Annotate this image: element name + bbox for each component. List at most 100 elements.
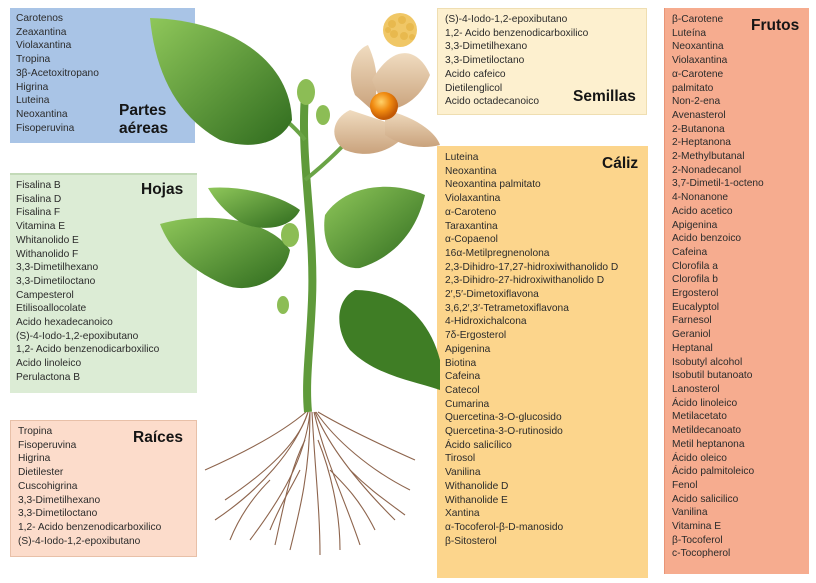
compound-item: 3,3-Dimetiloctano [445, 55, 525, 67]
compound-item: Quercetina-3-O-glucosido [445, 412, 562, 424]
compound-item: Neoxantina [16, 108, 68, 120]
compound-item: Clorofila a [672, 260, 718, 272]
compound-item: Ácido salicílico [445, 439, 512, 451]
compound-item: Avenasterol [672, 109, 726, 121]
semillas-list: (S)-4-Iodo-1,2-epoxibutano 1,2- Acido ben… [445, 13, 588, 109]
compound-item: Dietilester [18, 467, 64, 479]
compound-item: Carotenos [16, 13, 64, 24]
compound-item: Higrina [18, 453, 51, 465]
compound-item: Geraniol [672, 329, 711, 341]
compound-item: Etilisoallocolate [16, 303, 87, 315]
compound-item: Fisoperuvina [18, 439, 77, 451]
compound-item: Withanolide E [445, 494, 508, 506]
compound-item: 1,2- Acido benzenodicarboxilico [445, 27, 589, 39]
compound-item: Acido acetico [672, 205, 733, 217]
compound-item: Luteina [445, 152, 479, 163]
compound-item: Acido benzoico [672, 233, 742, 245]
compound-item: 3,6,2′,3′-Tetrametoxiflavona [445, 302, 569, 314]
compound-item: Acido linoleico [16, 358, 82, 370]
compound-item: Neoxantina [445, 165, 497, 177]
compound-item: Clorofila b [672, 274, 718, 286]
compound-item: Eucalyptol [672, 301, 720, 313]
compound-item: Dietilenglicol [445, 82, 503, 94]
compound-item: Ácido oleico [672, 452, 727, 464]
compound-item: Non-2-ena [672, 96, 721, 108]
compound-item: Neoxantina palmitato [445, 179, 541, 191]
compound-item: Cumarina [445, 398, 490, 410]
compound-item: Taraxantina [445, 220, 498, 232]
compound-item: 3,3-Dimetiloctano [18, 508, 98, 520]
compound-item: Ácido palmitoleico [672, 466, 755, 478]
compound-item: Tirosol [445, 453, 476, 465]
compound-item: Isobutil butanoato [672, 370, 753, 382]
physalis-berry [370, 92, 398, 120]
compound-item: c-Tocopherol [672, 548, 731, 560]
compound-item: Vitamina E [16, 221, 66, 233]
compound-item: 2-Methylbutanal [672, 151, 745, 163]
compound-item: Metilacetato [672, 411, 727, 423]
compound-item: 3β-Acetoxitropano [16, 67, 99, 79]
compound-item: Acido salicilico [672, 493, 739, 505]
compound-item: Acido cafeico [445, 68, 506, 80]
compound-item: Luteína [672, 27, 706, 39]
compound-item: Whitanolido E [16, 234, 79, 246]
compound-item: Campesterol [16, 289, 74, 301]
compound-item: Zeaxantina [16, 26, 67, 38]
raices-title: Raíces [133, 429, 183, 446]
compound-item: 3,3-Dimetiloctano [16, 275, 96, 287]
compound-item: Fisalina D [16, 193, 62, 205]
compound-item: α-Carotene [672, 68, 724, 80]
compound-item: Isobutyl alcohol [672, 356, 743, 368]
compound-item: Apigenina [445, 343, 491, 355]
compound-item: Fisalina B [16, 180, 61, 191]
compound-item: Withanolido F [16, 248, 79, 260]
seeds-cluster [383, 13, 417, 47]
compound-item: α-Copaenol [445, 234, 498, 246]
compound-item: Xantina [445, 508, 480, 520]
compound-item: Catecol [445, 384, 480, 396]
compound-item: Neoxantina [672, 41, 724, 53]
compound-item: 3,7-Dimetil-1-octeno [672, 178, 764, 190]
semillas-title: Semillas [573, 88, 636, 105]
leaf-lower-right [339, 290, 440, 390]
frutos-title: Frutos [751, 17, 800, 34]
compound-item: Higrina [16, 81, 49, 93]
caliz-title: Cáliz [602, 155, 639, 172]
bud-icon [277, 296, 289, 314]
compound-item: Perulactona B [16, 371, 80, 383]
bud-icon [297, 79, 315, 105]
title-line-1: Partes [119, 102, 167, 119]
compound-item: α-Caroteno [445, 206, 497, 218]
compound-item: Vanilina [445, 467, 481, 479]
compound-item: (S)-4-Iodo-1,2-epoxibutano [445, 14, 568, 25]
compound-item: Tropina [18, 426, 53, 437]
compound-item: 4-Nonanone [672, 192, 729, 204]
compound-item: (S)-4-Iodo-1,2-epoxibutano [16, 330, 139, 342]
hojas-title: Hojas [141, 181, 184, 198]
compound-item: Cafeina [445, 371, 481, 383]
compound-item: Violaxantina [445, 193, 501, 205]
compound-item: Apigenina [672, 219, 718, 231]
compound-item: Cuscohigrina [18, 480, 78, 492]
physalis-plant-illustration [150, 13, 440, 556]
compound-item: Metildecanoato [672, 425, 742, 437]
compound-item: 3,3-Dimetilhexano [16, 262, 99, 274]
title-line-2: aéreas [119, 120, 169, 137]
leaf-middle-right [324, 186, 425, 269]
partes-aereas-title: Partes aéreas [119, 102, 168, 138]
compound-item: Ergosterol [672, 288, 719, 300]
compound-item: Fenol [672, 479, 698, 491]
leaf-small-left [208, 187, 300, 228]
compound-item: 3,3-Dimetilhexano [445, 41, 528, 53]
bud-icon [316, 105, 330, 125]
calyx-with-fruit [334, 45, 440, 154]
compound-item: Acido octadecanoico [445, 96, 540, 108]
roots [204, 411, 416, 556]
compound-item: Biotina [445, 357, 477, 369]
compound-item: Tropina [16, 54, 51, 66]
